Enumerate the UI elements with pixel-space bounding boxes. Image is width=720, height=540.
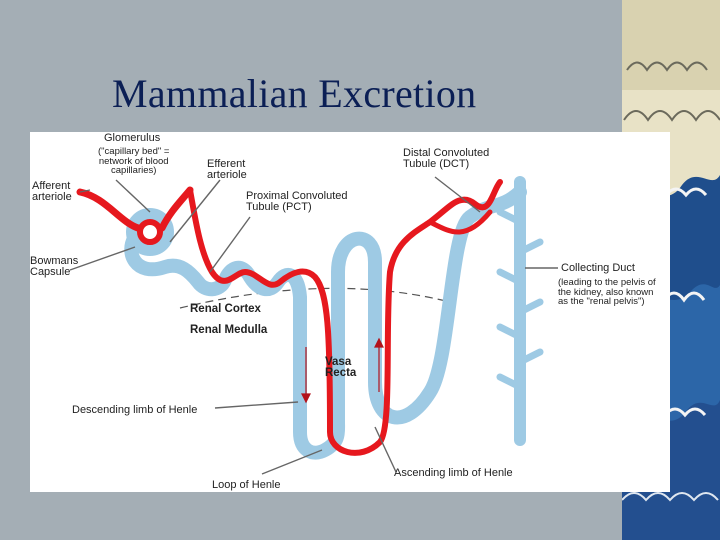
nephron-diagram: Glomerulus ("capillary bed" = network of… — [30, 132, 670, 492]
label-collecting-duct: Collecting Duct — [561, 262, 635, 274]
label-ascending-limb: Ascending limb of Henle — [394, 467, 513, 479]
label-renal-medulla: Renal Medulla — [190, 324, 268, 336]
nephron-tubule — [124, 185, 527, 460]
label-glomerulus-note: ("capillary bed" = network of blood capi… — [98, 146, 170, 176]
leader-lines — [69, 176, 558, 475]
label-renal-cortex: Renal Cortex — [190, 303, 261, 315]
label-vasa-recta: Vasa Recta — [325, 356, 357, 379]
blood-vessels — [76, 179, 503, 456]
label-collecting-duct-note: (leading to the pelvis of the kidney, al… — [558, 277, 656, 307]
vasa-recta-arrows — [301, 337, 384, 404]
nephron-drawing — [69, 176, 558, 475]
label-glomerulus: Glomerulus — [104, 132, 161, 144]
label-loop-of-henle: Loop of Henle — [212, 479, 281, 491]
label-afferent-arteriole: Afferent arteriole — [32, 180, 72, 203]
collecting-duct — [496, 176, 544, 446]
label-dct: Distal Convoluted Tubule (DCT) — [403, 147, 490, 170]
label-bowmans-capsule: Bowmans Capsule — [30, 255, 79, 278]
label-descending-limb: Descending limb of Henle — [72, 404, 198, 416]
slide-title: Mammalian Excretion — [112, 71, 477, 116]
label-efferent-arteriole: Efferent arteriole — [207, 158, 247, 181]
label-pct: Proximal Convoluted Tubule (PCT) — [246, 190, 348, 213]
